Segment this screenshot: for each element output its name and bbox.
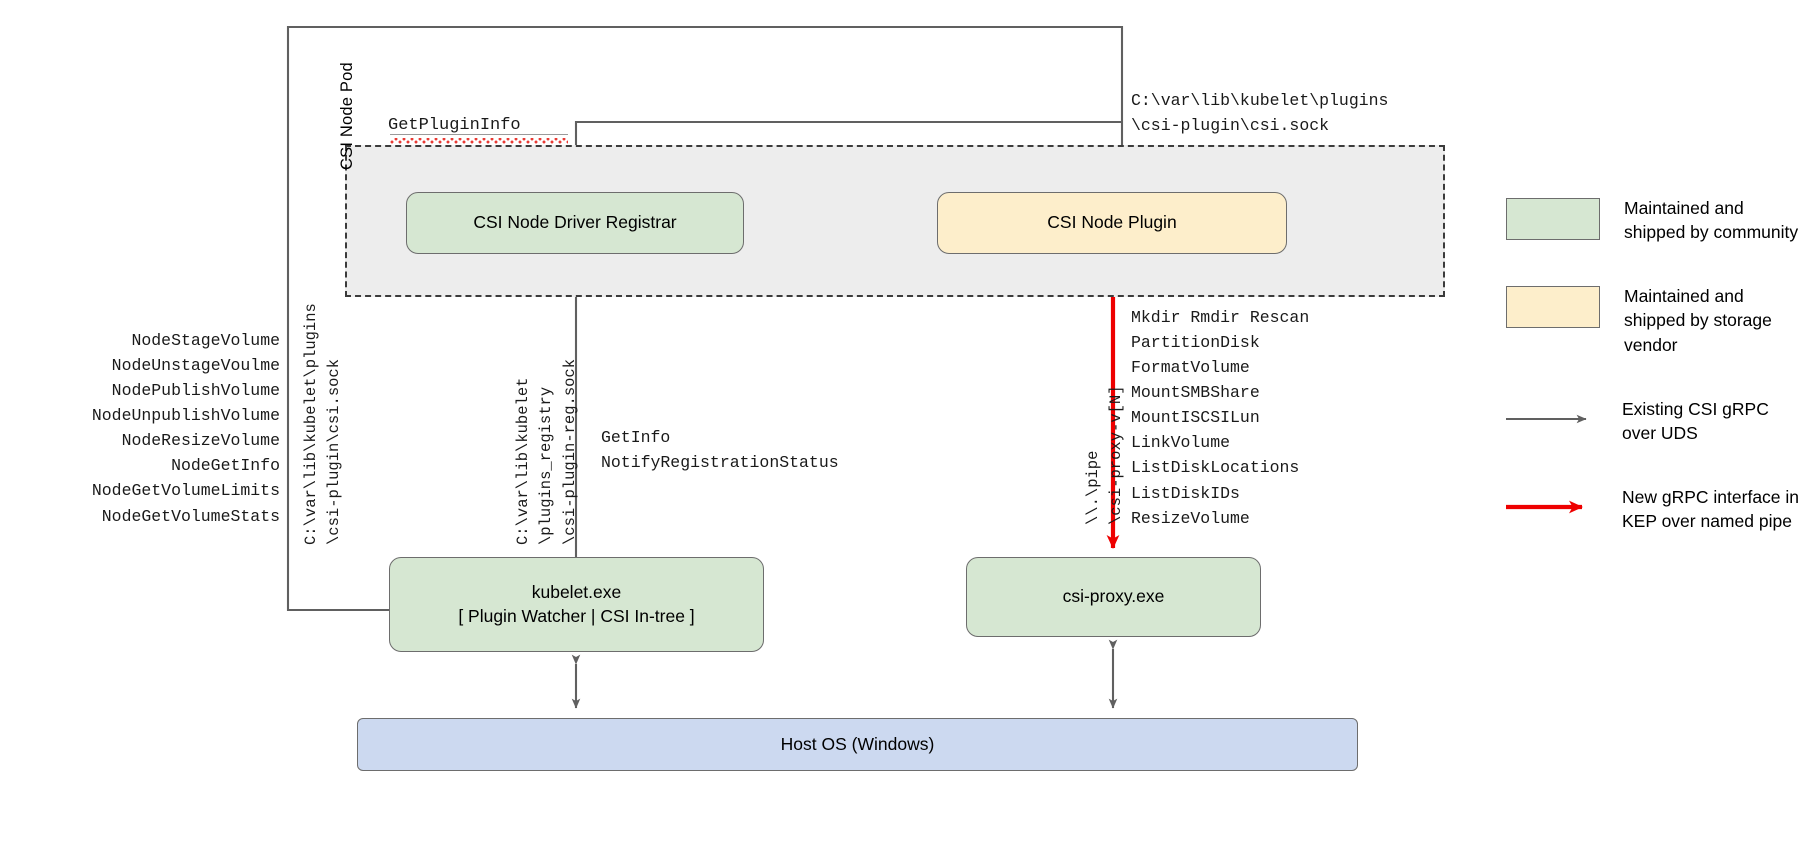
registration-calls-list: GetInfo NotifyRegistrationStatus — [601, 428, 839, 473]
named-pipe-path-rotated-label: \\.\pipe \csi-proxy-v[N] — [1084, 385, 1126, 525]
get-plugin-info-label: GetPluginInfo — [388, 116, 521, 135]
legend-swatch-green-icon — [1506, 198, 1600, 240]
legend-swatch-cream-icon — [1506, 286, 1600, 329]
legend-red-arrow-icon — [1506, 487, 1598, 527]
csi-node-plugin-label: CSI Node Plugin — [1047, 212, 1177, 233]
kubelet-box[interactable]: kubelet.exe [ Plugin Watcher | CSI In-tr… — [389, 557, 764, 652]
legend-item-new-grpc: New gRPC interface in KEP over named pip… — [1506, 485, 1806, 533]
kubelet-csi-socket-path-rotated-label: C:\var\lib\kubelet\plugins \csi-plugin\c… — [302, 303, 344, 545]
kubelet-label: kubelet.exe — [531, 581, 622, 602]
legend-item-existing-grpc: Existing CSI gRPC over UDS — [1506, 397, 1806, 445]
plugins-registry-socket-path-rotated-label: C:\var\lib\kubelet \plugins_registry \cs… — [514, 358, 579, 545]
host-os-box[interactable]: Host OS (Windows) — [357, 718, 1358, 771]
legend: Maintained and shipped by community Main… — [1506, 196, 1806, 573]
csi-node-driver-registrar-box[interactable]: CSI Node Driver Registrar — [406, 192, 744, 254]
csi-node-driver-registrar-label: CSI Node Driver Registrar — [473, 212, 677, 233]
csi-node-pod-label: CSI Node Pod — [338, 62, 356, 170]
legend-gray-arrow-icon — [1506, 399, 1598, 439]
legend-label-existing-grpc: Existing CSI gRPC over UDS — [1622, 398, 1769, 443]
csi-node-plugin-box[interactable]: CSI Node Plugin — [937, 192, 1287, 254]
spellcheck-underline — [390, 134, 568, 135]
csi-plugin-socket-path-label: C:\var\lib\kubelet\plugins \csi-plugin\c… — [1131, 91, 1389, 136]
node-service-calls-list: NodeStageVolume NodeUnstageVoulme NodePu… — [91, 331, 280, 526]
legend-label-vendor: Maintained and shipped by storage vendor — [1624, 286, 1772, 355]
legend-item-community: Maintained and shipped by community — [1506, 196, 1806, 244]
legend-item-vendor: Maintained and shipped by storage vendor — [1506, 284, 1806, 356]
spellcheck-squiggle-icon — [390, 138, 568, 144]
kubelet-sublabel: [ Plugin Watcher | CSI In-tree ] — [458, 605, 695, 626]
csi-proxy-box[interactable]: csi-proxy.exe — [966, 557, 1261, 637]
legend-label-new-grpc: New gRPC interface in KEP over named pip… — [1622, 486, 1800, 532]
edge-kubelet-to-node-plugin — [286, 25, 1127, 612]
host-os-label: Host OS (Windows) — [780, 733, 935, 754]
legend-label-community: Maintained and shipped by community — [1624, 198, 1799, 243]
csi-proxy-calls-list: Mkdir Rmdir Rescan PartitionDisk FormatV… — [1131, 308, 1310, 528]
csi-proxy-label: csi-proxy.exe — [1062, 586, 1165, 607]
